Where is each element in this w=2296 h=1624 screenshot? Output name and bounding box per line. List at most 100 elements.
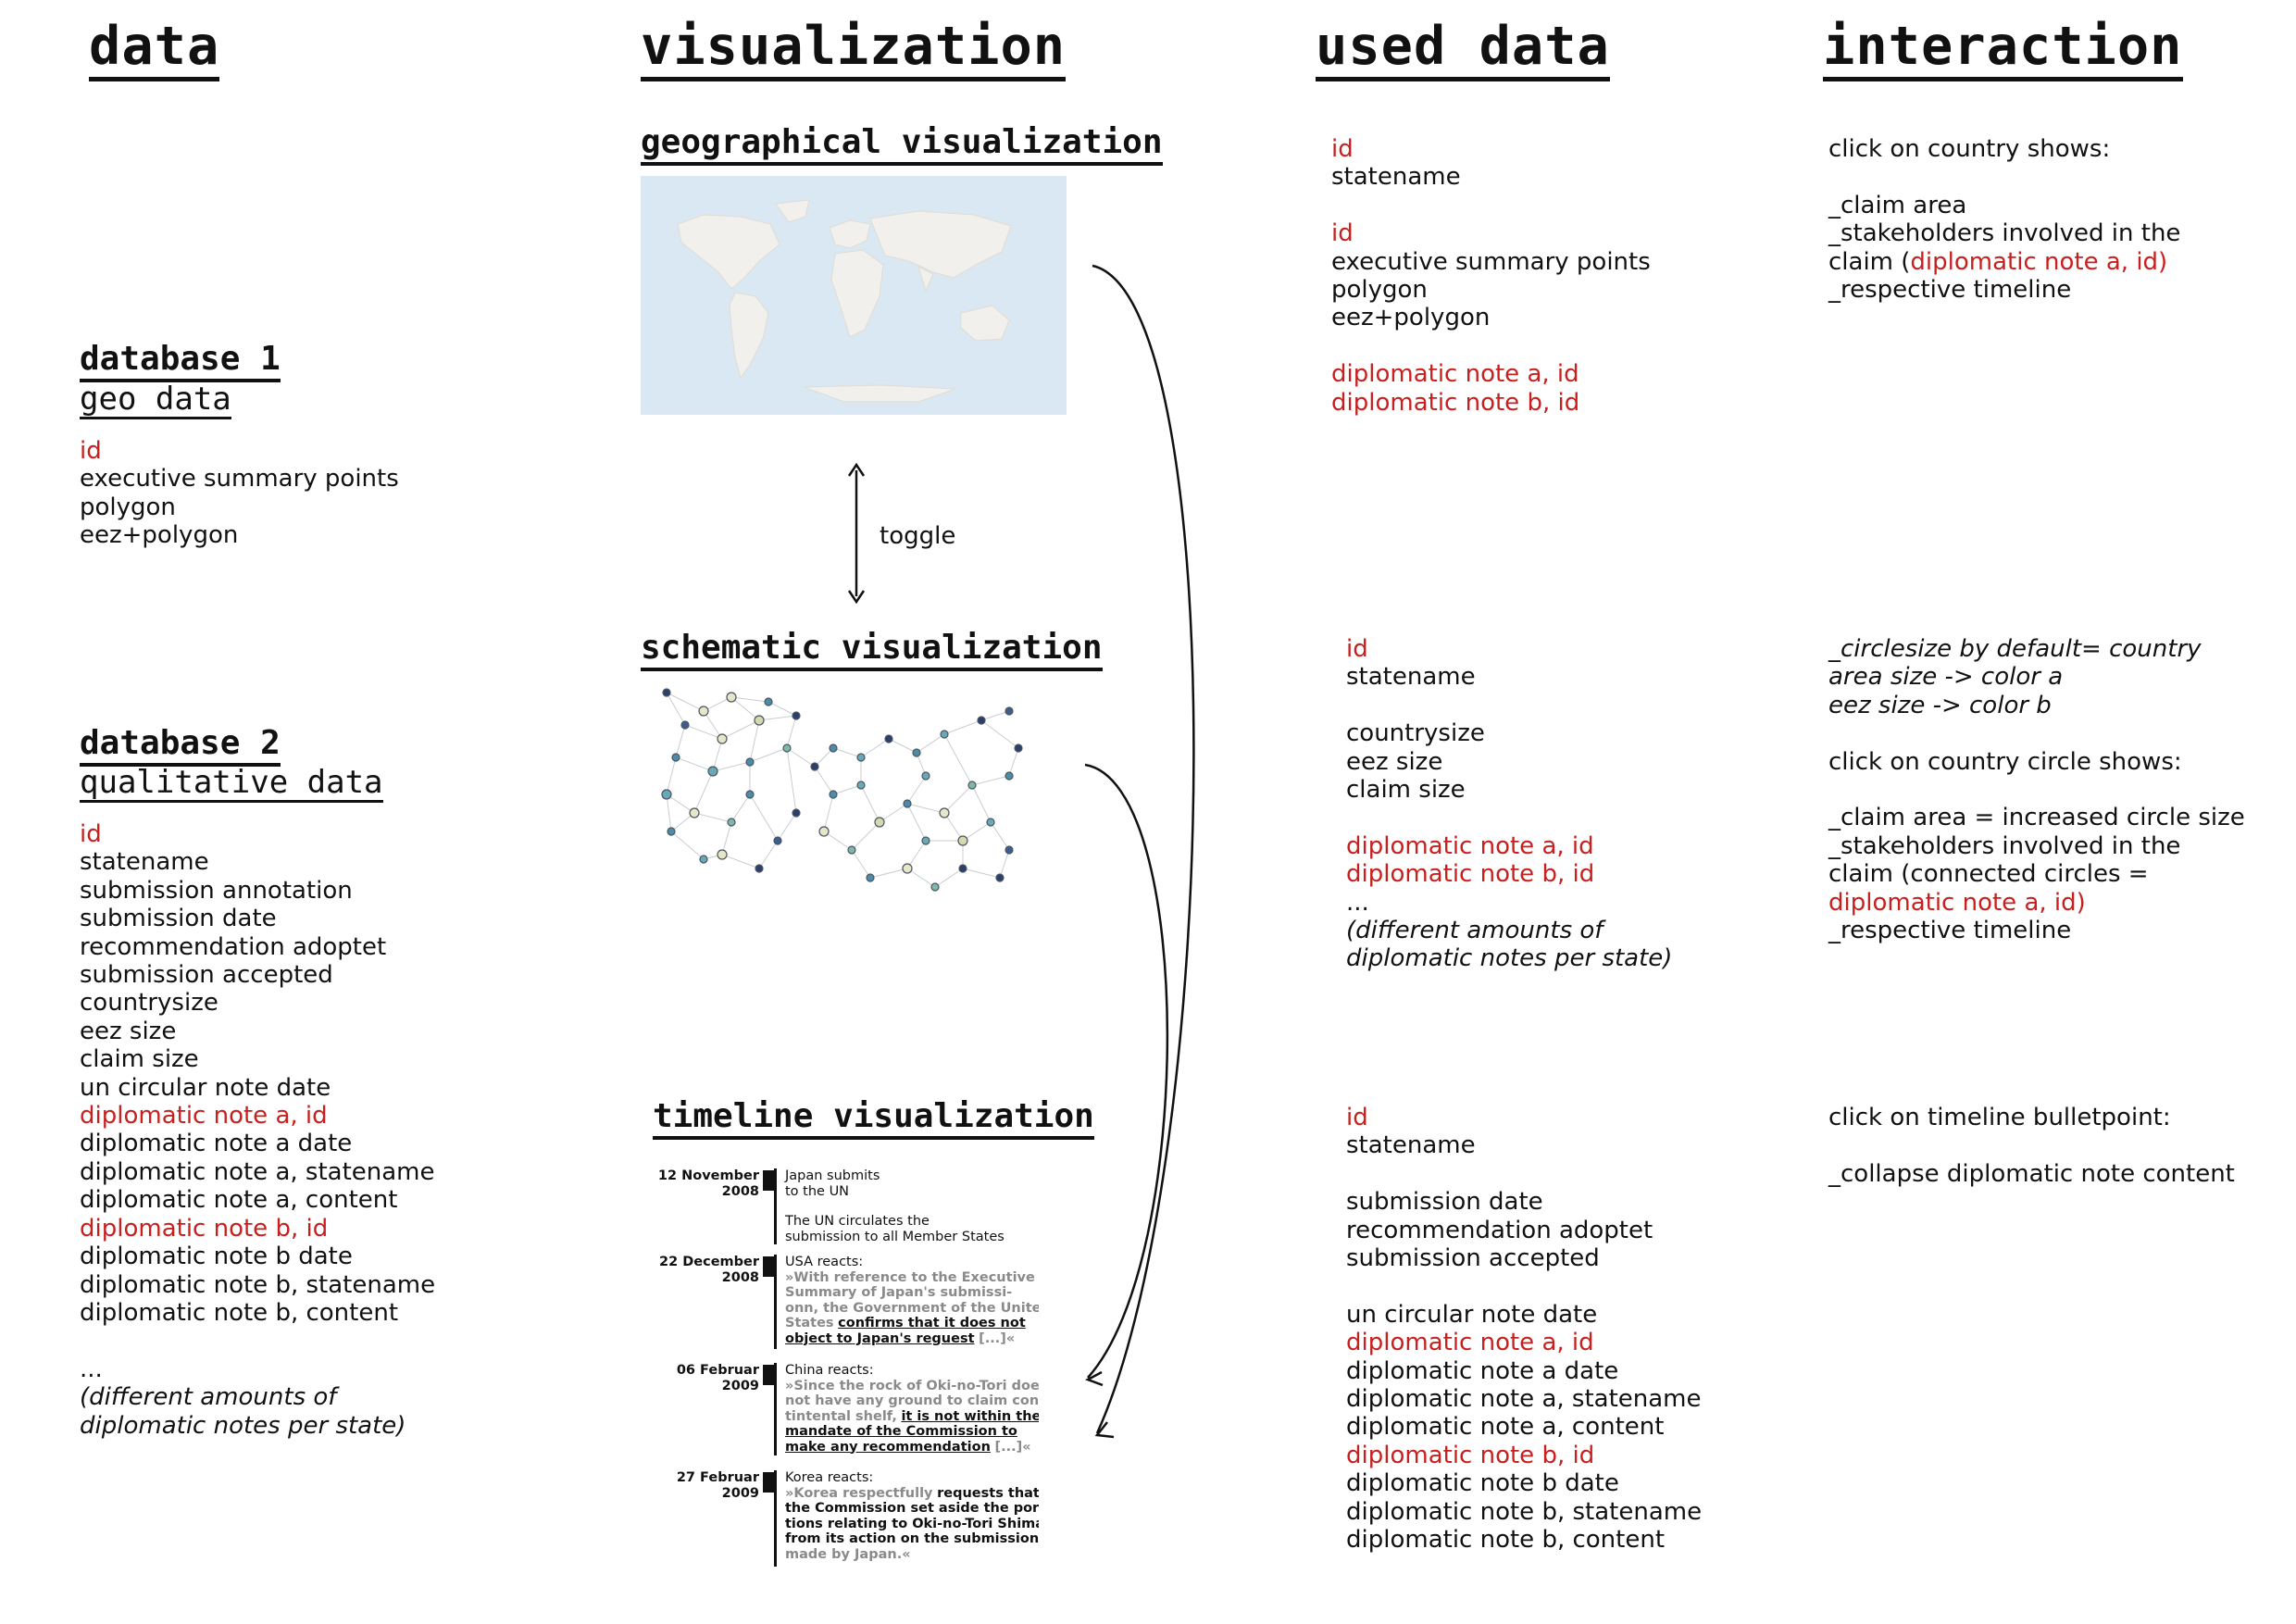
timeline-date: 22 December: [659, 1255, 759, 1269]
field-item: diplomatic note a date: [80, 1130, 353, 1158]
column-header-visualization: visualization: [641, 20, 1067, 81]
ellipsis: ...: [80, 1355, 103, 1383]
field-item: statename: [1346, 663, 1476, 692]
column-header-interaction: interaction: [1823, 20, 2183, 81]
timeline-bullet[interactable]: [763, 1365, 774, 1385]
field-item: executive summary points: [80, 465, 399, 493]
interaction-default: _circlesize by default= country: [1828, 635, 2202, 663]
field-item: un circular note date: [1346, 1300, 1598, 1329]
ellipsis: ...: [1346, 888, 1369, 917]
interaction-schematic: _circlesize by default= country area siz…: [1828, 635, 2245, 944]
database-2-title: database 2: [80, 727, 281, 767]
note-line: diplomatic notes per state): [1346, 944, 1673, 973]
timeline-heading: China reacts:: [785, 1363, 874, 1378]
field-item: diplomatic note a, id: [1346, 831, 1594, 860]
interaction-item: claim (diplomatic note a, id): [1828, 248, 2180, 276]
timeline-line: [774, 1470, 777, 1567]
interaction-default: area size -> color a: [1828, 663, 2064, 692]
interaction-geo: click on country shows: _claim area _sta…: [1828, 135, 2180, 304]
timeline-heading: to the UN: [785, 1183, 850, 1199]
note-line: (different amounts of: [1346, 917, 1603, 945]
timeline-text: tions relating to Oki-no-Tori Shima: [785, 1516, 1039, 1531]
timeline-heading: USA reacts:: [785, 1255, 864, 1269]
timeline-date: 12 November: [657, 1168, 759, 1183]
toggle-label[interactable]: toggle: [880, 522, 956, 550]
timeline-quote: [...]«: [994, 1439, 1031, 1455]
interaction-item: _stakeholders involved in the: [1828, 831, 2181, 860]
timeline-text: the Commission set aside the por-: [785, 1501, 1039, 1516]
interaction-item: _claim area = increased circle size: [1828, 804, 2245, 832]
note-line: (different amounts of: [80, 1383, 337, 1412]
interaction-ref: diplomatic note a, id): [1910, 247, 2168, 276]
timeline-quote: »Korea respectfully: [785, 1485, 933, 1501]
field-item: diplomatic note b, id: [1331, 388, 1580, 417]
field-item: submission accepted: [1346, 1244, 1600, 1273]
field-item: diplomatic note a, content: [1346, 1413, 1665, 1442]
spacer: [1331, 192, 1651, 219]
field-item: id: [1346, 1104, 1368, 1131]
field-item: submission date: [80, 905, 277, 933]
timeline-quote: not have any ground to claim con-: [785, 1393, 1039, 1408]
timeline-vis-title: timeline visualization: [653, 1100, 1094, 1140]
timeline-quote: States: [785, 1316, 834, 1330]
field-item: diplomatic note a, id: [1331, 360, 1579, 389]
timeline-quote: [...]«: [979, 1330, 1016, 1346]
used-data-schematic: id statename countrysize eez size claim …: [1346, 635, 1672, 973]
field-item: polygon: [1331, 276, 1428, 305]
field-item: statename: [1331, 163, 1461, 192]
field-item: submission annotation: [80, 876, 353, 905]
timeline-bullet[interactable]: [763, 1256, 774, 1277]
used-data-geo: id statename id executive summary points…: [1331, 135, 1651, 417]
field-item: id: [80, 437, 102, 465]
timeline-bullet[interactable]: [763, 1170, 774, 1191]
field-item: eez size: [80, 1017, 177, 1045]
timeline-year: 2009: [721, 1485, 759, 1501]
timeline-bullet[interactable]: [763, 1472, 774, 1493]
timeline-quote: tintental shelf,: [785, 1408, 897, 1424]
timeline-highlight: object to Japan's reguest: [785, 1330, 975, 1346]
timeline-year: 2009: [721, 1378, 759, 1393]
field-item: claim size: [80, 1045, 199, 1074]
field-item: id: [1346, 635, 1368, 663]
field-item: id: [80, 820, 102, 848]
field-item: claim size: [1346, 776, 1466, 805]
field-item: diplomatic note b, content: [1346, 1526, 1666, 1555]
interaction-ref: diplomatic note a, id): [1828, 888, 2086, 917]
timeline-quote: onn, the Government of the United: [785, 1300, 1039, 1316]
field-item: diplomatic note b, id: [1346, 860, 1595, 889]
spacer: [1346, 804, 1672, 831]
note-line: diplomatic notes per state): [80, 1411, 406, 1440]
field-item: diplomatic note b, statename: [1346, 1497, 1703, 1526]
spacer: [1828, 1131, 2235, 1159]
field-item: diplomatic note b date: [1346, 1469, 1619, 1498]
interaction-intro: click on country circle shows:: [1828, 747, 2182, 776]
timeline-text: submission to all Member States: [785, 1229, 1004, 1244]
field-item: countrysize: [1346, 719, 1485, 748]
timeline-text: requests that: [937, 1485, 1039, 1501]
timeline-highlight: make any recommendation: [785, 1439, 991, 1455]
spacer: [1331, 332, 1651, 360]
timeline-highlight: it is not within the: [901, 1408, 1039, 1424]
field-item: id: [1331, 219, 1354, 248]
interaction-item: _claim area: [1828, 191, 1967, 219]
column-header-data: data: [89, 20, 220, 81]
timeline-quote: »With reference to the Executive: [785, 1269, 1035, 1285]
interaction-timeline: click on timeline bulletpoint: _collapse…: [1828, 1104, 2235, 1188]
timeline-line: [774, 1168, 777, 1244]
field-item: countrysize: [80, 989, 218, 1018]
timeline-line: [774, 1363, 777, 1455]
interaction-item: _stakeholders involved in the: [1828, 219, 2181, 248]
field-item: statename: [80, 848, 209, 877]
interaction-intro: click on timeline bulletpoint:: [1828, 1104, 2171, 1131]
field-item: eez+polygon: [1331, 304, 1491, 332]
timeline-text: from its action on the submission: [785, 1531, 1039, 1546]
timeline-quote: »Since the rock of Oki-no-Tori does: [785, 1378, 1039, 1393]
database-2-fields: id statename submission annotation submi…: [80, 820, 435, 1440]
field-item: executive summary points: [1331, 247, 1651, 276]
field-item: diplomatic note a, id: [1346, 1329, 1594, 1357]
world-map-thumbnail[interactable]: [641, 176, 1067, 415]
network-graph-thumbnail[interactable]: [648, 683, 1028, 910]
used-data-timeline: id statename submission date recommendat…: [1346, 1104, 1702, 1554]
field-item: diplomatic note a, id: [80, 1102, 328, 1131]
